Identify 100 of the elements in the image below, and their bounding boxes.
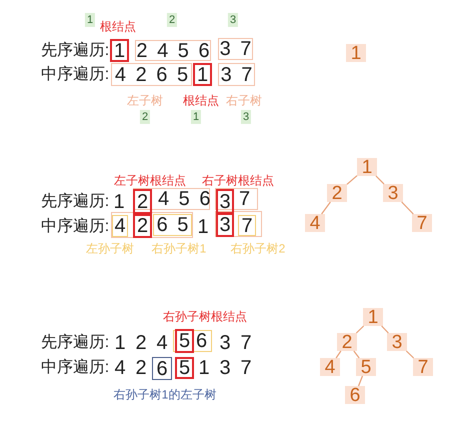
step-number: 2 (166, 12, 178, 28)
tree-node (346, 44, 366, 62)
row-label: 先序遍历: (40, 334, 110, 352)
tree-node (387, 333, 407, 351)
annotation: 右子树根结点 (202, 174, 274, 188)
subtree-box (111, 63, 192, 86)
step-number: 1 (190, 110, 202, 124)
tree-branch (376, 176, 384, 184)
tree-node (327, 184, 347, 202)
node-value: 1 (350, 44, 362, 62)
sequence-digits: 1 (196, 64, 208, 84)
annotation: 右孙子树1 (152, 242, 206, 256)
sequence-digit: 7 (240, 332, 252, 354)
tree-node (345, 386, 365, 404)
node-value: 7 (416, 214, 428, 232)
node-value: 6 (350, 386, 360, 404)
sequence-digits: 2 (136, 192, 148, 212)
highlight-box (133, 189, 152, 214)
subtree-box (153, 214, 192, 236)
subtree-box (111, 212, 193, 238)
tree-branch (321, 202, 331, 214)
subtree-box (215, 211, 262, 237)
sequence-digits: 5 (178, 331, 190, 351)
node-value: 2 (332, 184, 342, 202)
sequence-digits: 3 (219, 192, 231, 212)
highlight-box (216, 213, 234, 237)
tree-node (357, 158, 377, 176)
row-label: 中序遍历: (40, 218, 110, 236)
subtree-box (238, 215, 256, 236)
sequence-digits: 4 5 6 (158, 189, 210, 209)
sequence-digit: 4 (114, 357, 126, 379)
highlight-box (152, 357, 172, 380)
sequence-digits: 4 2 6 5 (114, 64, 188, 84)
node-value: 2 (342, 332, 352, 352)
sequence-digit: 7 (240, 357, 252, 379)
sequence-digit: 1 (197, 216, 209, 238)
annotation: 右孙子树2 (230, 242, 286, 256)
tree-branch (381, 326, 389, 334)
sequence-digit: 1 (113, 191, 125, 213)
sequence-digits: 3 7 (220, 64, 252, 84)
tree-branch (401, 202, 414, 214)
row-label: 中序遍历: (40, 66, 110, 84)
row-label: 先序遍历: (40, 42, 110, 60)
annotation: 根结点 (100, 20, 136, 34)
step-number: 2 (140, 110, 150, 124)
tree-branch (358, 376, 364, 386)
sequence-digits: 4 (114, 216, 126, 236)
annotation: 左子树根结点 (114, 174, 186, 188)
row-label: 先序遍历: (40, 193, 110, 211)
tree-node (413, 358, 433, 376)
sequence-digits: 2 4 5 6 (136, 40, 210, 60)
sequence-digit: 4 (156, 332, 168, 354)
sequence-digits: 1 (114, 40, 126, 60)
annotation: 左子树 (127, 94, 163, 108)
node-value: 7 (418, 358, 428, 376)
tree-node (320, 358, 340, 376)
sequence-digits: 3 7 (220, 39, 252, 59)
annotation: 左孙子树 (86, 242, 134, 256)
step-number: 1 (84, 12, 96, 28)
tree-node (337, 333, 357, 351)
annotation: 根结点 (183, 94, 219, 108)
sequence-digit: 3 (219, 357, 231, 379)
subtree-box (215, 188, 258, 210)
node-value: 4 (310, 214, 320, 232)
sequence-digits: 6 (156, 358, 168, 378)
highlight-box (193, 63, 212, 86)
sequence-digit: 1 (198, 357, 210, 379)
tree-branch (356, 326, 364, 334)
sequence-digit: 2 (135, 357, 147, 379)
tree-node (305, 214, 325, 232)
tree-node (356, 358, 376, 376)
sequence-digit: 2 (135, 332, 147, 354)
highlight-box (110, 39, 129, 62)
node-value: 5 (360, 358, 372, 376)
node-value: 3 (392, 332, 402, 352)
sequence-digits: 6 5 (156, 215, 188, 235)
annotation: 右子树 (226, 94, 262, 108)
node-value: 1 (368, 308, 378, 326)
highlight-box (133, 214, 152, 238)
tree-branch (406, 350, 414, 358)
node-value: 4 (324, 358, 336, 376)
node-value: 3 (388, 184, 398, 202)
sequence-digits: 6 (196, 331, 208, 351)
highlight-box (175, 357, 194, 379)
annotation: 右孙子树根结点 (163, 310, 247, 324)
sequence-digits: 7 (241, 216, 253, 236)
sequence-digit: 1 (114, 332, 126, 354)
node-value: 1 (362, 158, 372, 176)
tree-branch (353, 350, 360, 358)
subtree-box (173, 330, 212, 352)
sequence-digits: 3 (219, 215, 231, 235)
sequence-digit: 3 (219, 332, 231, 354)
step-number: 3 (240, 110, 252, 124)
highlight-box (175, 329, 194, 353)
sequence-digits: 7 (239, 189, 250, 209)
sequence-digits: 2 (136, 216, 148, 236)
tree-node (363, 308, 383, 326)
highlight-box (216, 189, 234, 214)
tree-branch (336, 350, 342, 358)
tree-node (383, 184, 403, 202)
